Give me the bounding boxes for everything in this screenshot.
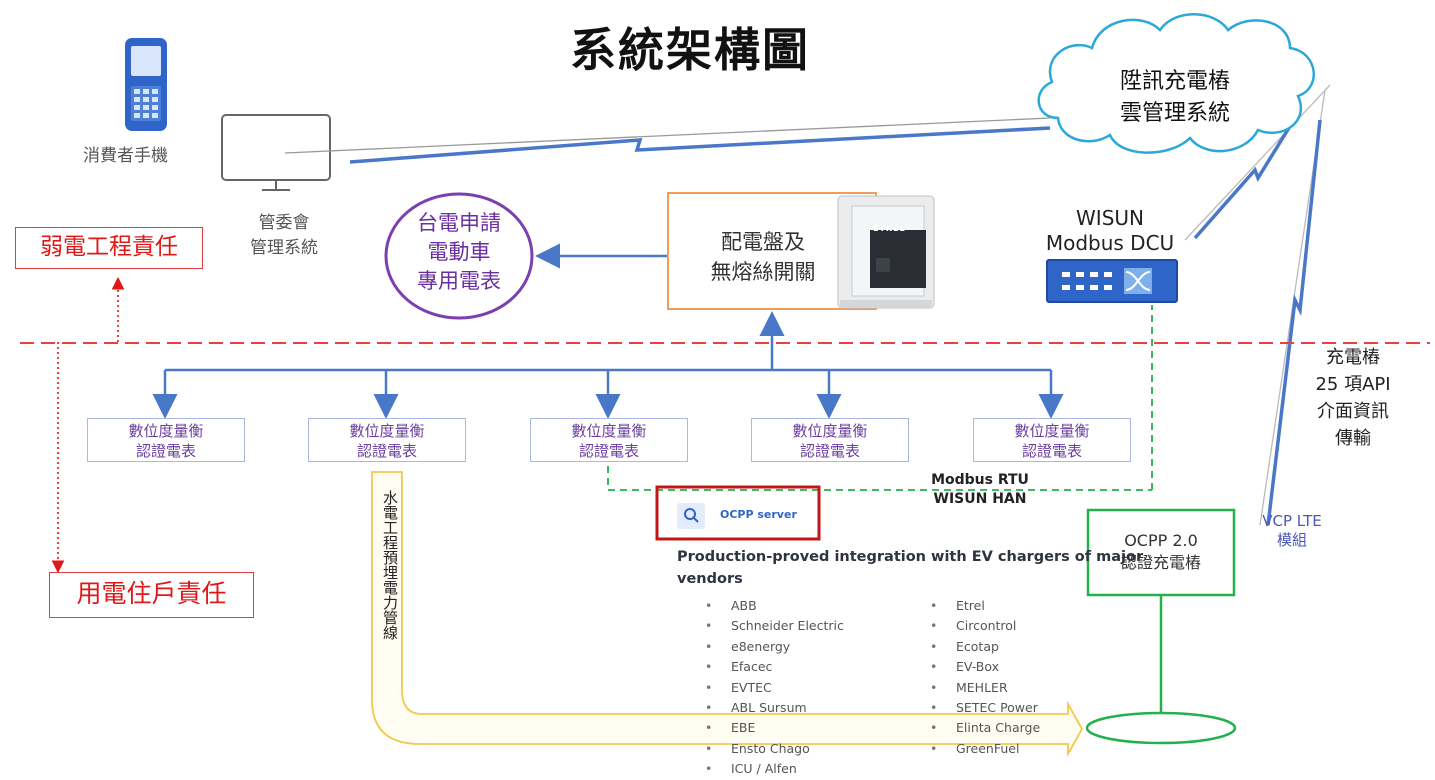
meter-box-2: 數位度量衡 認證電表 (308, 418, 466, 462)
integration-heading-line1: Production-proved integration with EV ch… (677, 549, 1144, 565)
charger-label-line1: OCPP 2.0 (1124, 531, 1198, 550)
meter-box-4: 數位度量衡 認證電表 (751, 418, 909, 462)
charger-api-line4: 傳輸 (1335, 428, 1371, 449)
vendor-item: EV-Box (930, 657, 1040, 677)
vendor-item: GreenFuel (930, 739, 1040, 759)
taipower-label: 台電申請 電動車 專用電表 (390, 209, 528, 296)
weak-current-responsibility: 弱電工程責任 (15, 227, 203, 269)
vendor-item: Efacec (705, 657, 844, 677)
etrel-meter-device (837, 195, 935, 309)
page-title: 系統架構圖 (570, 23, 810, 77)
vendor-list-left: ABB Schneider Electric e8energy Efacec E… (705, 596, 844, 780)
vendor-item: ABB (705, 596, 844, 616)
ocpp-server-search: OCPP server (720, 508, 797, 521)
etrel-device-text: ETREL (873, 224, 906, 233)
consumer-phone-label: 消費者手機 (83, 146, 168, 166)
panel-label-line1: 配電盤及 (721, 230, 805, 254)
monitor-icon (221, 114, 331, 191)
vendor-item: ABL Sursum (705, 698, 844, 718)
dcu-device-icon (1046, 259, 1178, 303)
charger-api-line2: 25 項API (1315, 374, 1391, 395)
cloud-label: 陞訊充電樁 雲管理系統 (1085, 66, 1265, 130)
charger-api-line1: 充電樁 (1326, 347, 1380, 368)
vendor-item: Schneider Electric (705, 616, 844, 636)
taipower-label-line2: 電動車 (427, 240, 491, 264)
meter-3-line1: 數位度量衡 (571, 422, 647, 440)
modbus-network-line (607, 305, 1153, 491)
meter-4-line1: 數位度量衡 (792, 422, 868, 440)
vcp-lte-line1: VCP LTE (1262, 512, 1322, 530)
vendor-item: e8energy (705, 637, 844, 657)
vendor-item: Ecotap (930, 637, 1040, 657)
integration-heading-line2: vendors (677, 571, 743, 587)
meter-box-1: 數位度量衡 認證電表 (87, 418, 245, 462)
vendor-item: EBE (705, 718, 844, 738)
network-link-lines (284, 84, 1331, 526)
charger-api-line3: 介面資訊 (1317, 401, 1389, 422)
charger-label: OCPP 2.0 認證充電樁 (1090, 530, 1232, 574)
wisun-dcu-label: WISUN Modbus DCU (1025, 206, 1195, 256)
integration-heading: Production-proved integration with EV ch… (677, 546, 1144, 590)
meter-box-3: 數位度量衡 認證電表 (530, 418, 688, 462)
admin-system-label-line1: 管委會 (258, 213, 310, 233)
modbus-label-line1: Modbus RTU (931, 472, 1029, 488)
meter-3-line2: 認證電表 (578, 442, 639, 460)
meter-bus (152, 311, 1064, 419)
meter-box-5: 數位度量衡 認證電表 (973, 418, 1131, 462)
vendor-item: Ensto Chago (705, 739, 844, 759)
panel-label-line2: 無熔絲開關 (710, 260, 816, 284)
vendor-item: Elinta Charge (930, 718, 1040, 738)
responsibility-arrows (51, 276, 125, 574)
charger-structure (1085, 508, 1237, 745)
meter-2-line1: 數位度量衡 (349, 422, 425, 440)
modbus-label: Modbus RTU WISUN HAN (915, 471, 1045, 509)
cloud-label-line2: 雲管理系統 (1119, 101, 1230, 126)
meter-2-line2: 認證電表 (356, 442, 417, 460)
resident-responsibility: 用電住戶責任 (49, 572, 254, 618)
charger-label-line2: 認證充電樁 (1120, 553, 1201, 572)
vendor-item: ICU / Alfen (705, 759, 844, 779)
ocpp-highlight-box (655, 485, 821, 541)
vendor-item: Circontrol (930, 616, 1040, 636)
modbus-label-line2: WISUN HAN (933, 491, 1027, 507)
admin-system-label-line2: 管理系統 (250, 238, 318, 258)
meter-1-line1: 數位度量衡 (128, 422, 204, 440)
panel-label: 配電盤及 無熔絲開關 (688, 227, 838, 287)
vcp-lte-label: VCP LTE 模組 (1252, 512, 1332, 550)
wisun-dcu-label-line2: Modbus DCU (1045, 231, 1175, 255)
vendor-item: MEHLER (930, 678, 1040, 698)
search-icon (684, 508, 699, 523)
vendor-item: EVTEC (705, 678, 844, 698)
charger-api-label: 充電樁 25 項API 介面資訊 傳輸 (1300, 344, 1406, 452)
taipower-circle (384, 192, 534, 320)
meter-5-line1: 數位度量衡 (1014, 422, 1090, 440)
vcp-lte-line2: 模組 (1276, 531, 1307, 549)
meter-5-line2: 認證電表 (1021, 442, 1082, 460)
conduit-label: 水電工程預埋電力管線 (381, 490, 399, 640)
meter-4-line2: 認證電表 (799, 442, 860, 460)
vendor-item: Etrel (930, 596, 1040, 616)
taipower-label-line1: 台電申請 (417, 211, 501, 235)
cloud-label-line1: 陞訊充電樁 (1119, 69, 1230, 94)
taipower-label-line3: 專用電表 (417, 269, 501, 293)
wisun-dcu-label-line1: WISUN (1076, 206, 1144, 230)
vendor-list-right: Etrel Circontrol Ecotap EV-Box MEHLER SE… (930, 596, 1040, 759)
search-icon-bg (677, 503, 705, 529)
meter-1-line2: 認證電表 (135, 442, 196, 460)
admin-system-label: 管委會 管理系統 (244, 208, 324, 258)
vendor-item: SETEC Power (930, 698, 1040, 718)
phone-icon (125, 38, 167, 131)
cloud-shape (1037, 13, 1315, 154)
